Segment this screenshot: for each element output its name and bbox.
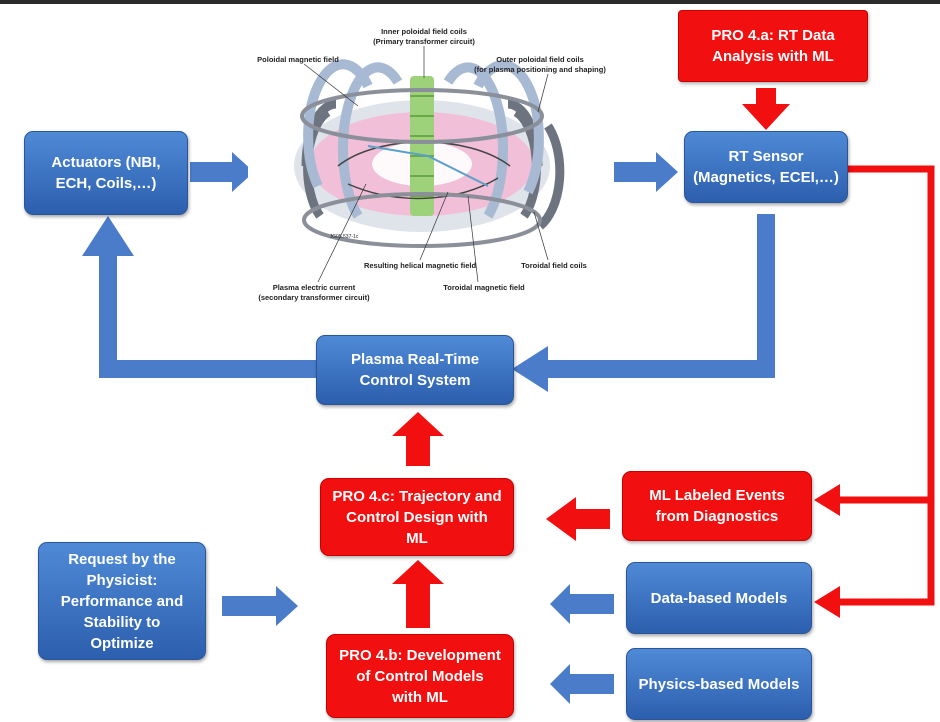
ml-events-to-pro4c-arrow — [546, 497, 610, 541]
inner-coils-label: Inner poloidal field coils — [381, 27, 467, 36]
plasma-current-sublabel: (secondary transformer circuit) — [258, 293, 370, 302]
data-models-to-pro4c-arrow — [550, 584, 614, 624]
helical-field-label: Resulting helical magnetic field — [364, 261, 477, 270]
pro4c-to-control-arrow — [392, 412, 444, 466]
outer-coils-label: Outer poloidal field coils — [496, 55, 584, 64]
physics-to-pro4b-arrow — [550, 664, 614, 704]
inner-coils-sublabel: (Primary transformer circuit) — [373, 37, 475, 46]
pro4c-box: PRO 4.c: Trajectory and Control Design w… — [320, 478, 514, 556]
inner-poloidal-coils — [410, 76, 434, 216]
sensor-to-ml-arrowhead — [814, 484, 840, 516]
pro4b-box: PRO 4.b: Development of Control Models w… — [326, 634, 514, 718]
pro4a-box: PRO 4.a: RT Data Analysis with ML — [678, 10, 868, 82]
tokamak-illustration: Inner poloidal field coils (Primary tran… — [248, 16, 610, 306]
control-to-actuators-arrowhead — [82, 216, 134, 256]
plasma-current-label: Plasma electric current — [273, 283, 356, 292]
rt-sensor-box: RT Sensor (Magnetics, ECEI,…) — [684, 131, 848, 203]
connector-layer — [82, 88, 935, 704]
sensor-to-ml-red-line — [836, 165, 935, 504]
actuators-to-tokamak-arrow — [190, 152, 254, 192]
diagram-canvas: Inner poloidal field coils (Primary tran… — [0, 4, 940, 722]
ml-events-box: ML Labeled Events from Diagnostics — [622, 471, 812, 541]
request-to-pro4c-arrow — [222, 586, 298, 626]
toroidal-field-label: Toroidal magnetic field — [443, 283, 525, 292]
sensor-to-data-models-arrowhead — [814, 586, 840, 618]
data-models-box: Data-based Models — [626, 562, 812, 634]
tokamak-to-sensor-arrow — [614, 152, 678, 192]
poloidal-field-label: Poloidal magnetic field — [257, 55, 339, 64]
request-box: Request by the Physicist: Performance an… — [38, 542, 206, 660]
toroidal-coils-label: Toroidal field coils — [521, 261, 587, 270]
outer-coils-sublabel: (for plasma positioning and shaping) — [474, 65, 606, 74]
sensor-to-control-arrowhead — [512, 346, 548, 392]
sensor-to-data-models-red-line — [836, 500, 935, 606]
image-code-label: JG05.537-1c — [330, 234, 359, 240]
control-to-actuators-line — [99, 256, 316, 378]
pro4b-to-pro4c-arrow — [392, 560, 444, 628]
physics-models-box: Physics-based Models — [626, 648, 812, 720]
sensor-to-control-line — [530, 214, 775, 378]
actuators-box: Actuators (NBI, ECH, Coils,…) — [24, 131, 188, 215]
pro4a-to-sensor-arrow — [742, 88, 790, 130]
plasma-control-box: Plasma Real-Time Control System — [316, 335, 514, 405]
